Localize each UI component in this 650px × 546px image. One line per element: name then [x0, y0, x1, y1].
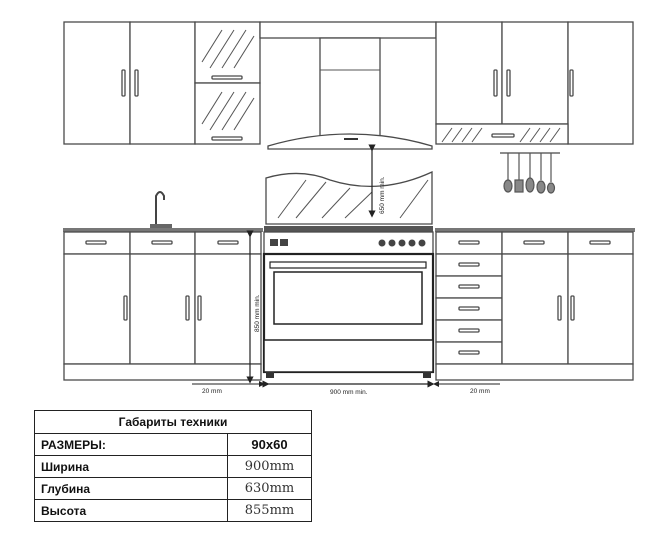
- splash-guard-glass: [265, 170, 433, 225]
- table-row: Глубина 630mm: [34, 477, 312, 500]
- sink-faucet-icon: [150, 191, 172, 228]
- hood-clearance-label: 650 mm min.: [379, 176, 386, 214]
- width-label: Ширина: [34, 455, 228, 478]
- counter-height-label: 850 mm min.: [254, 294, 261, 332]
- depth-value: 630mm: [227, 477, 312, 500]
- size-header-label: РАЗМЕРЫ:: [34, 433, 228, 456]
- upper-left-cabinets: [63, 21, 261, 145]
- kitchen-layout-diagram: 650 mm min. 850 mm min.: [63, 21, 635, 396]
- width-value: 900mm: [227, 455, 312, 478]
- dimensions-table: Габариты техники РАЗМЕРЫ: 90x60 Ширина 9…: [34, 410, 312, 522]
- height-value: 855mm: [227, 499, 312, 522]
- left-gap-label: 20 mm: [202, 388, 222, 395]
- base-left-cabinets: [63, 228, 263, 381]
- hanging-utensils-icon: [500, 152, 560, 194]
- table-row: Высота 855mm: [34, 499, 312, 522]
- upper-right-cabinets: [435, 21, 634, 145]
- bottom-dimensions: 20 mm 900 mm min. 20 mm: [192, 380, 500, 396]
- base-right-cabinets: [435, 228, 635, 381]
- table-title: Габариты техники: [34, 410, 312, 434]
- table-header-row: РАЗМЕРЫ: 90x60: [34, 433, 312, 456]
- table-row: Ширина 900mm: [34, 455, 312, 478]
- counter-height-dimension: 850 mm min.: [246, 230, 261, 384]
- depth-label: Глубина: [34, 477, 228, 500]
- size-header-value: 90x60: [227, 433, 312, 456]
- height-label: Высота: [34, 499, 228, 522]
- right-gap-label: 20 mm: [470, 388, 490, 395]
- cooker-hood: [259, 21, 437, 150]
- table-title-row: Габариты техники: [34, 410, 312, 434]
- range-cooker: [262, 226, 435, 378]
- hood-clearance-dimension: 650 mm min.: [368, 144, 386, 218]
- oven-width-label: 900 mm min.: [330, 389, 368, 396]
